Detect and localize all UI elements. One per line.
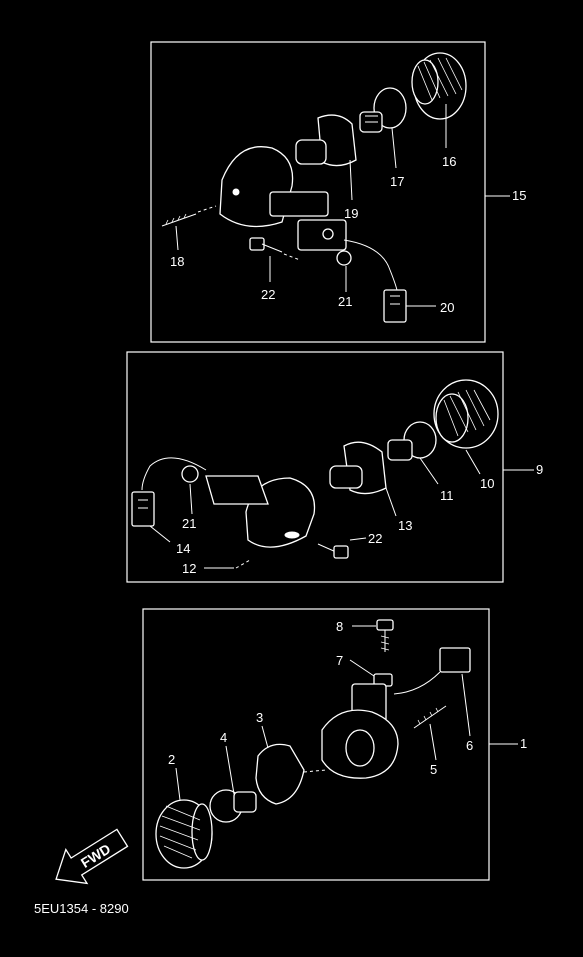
bolt-icon bbox=[317, 543, 349, 559]
callout-5: 5 bbox=[430, 762, 437, 777]
screw-icon bbox=[413, 705, 447, 729]
callout-18: 18 bbox=[170, 254, 184, 269]
bolt-icon bbox=[249, 237, 301, 261]
callout-12: 12 bbox=[182, 561, 196, 576]
assembly-9-frame bbox=[126, 351, 504, 583]
socket-icon bbox=[295, 114, 357, 167]
nut-icon bbox=[181, 465, 199, 483]
callout-4: 4 bbox=[220, 730, 227, 745]
callout-3: 3 bbox=[256, 710, 263, 725]
bulb-icon bbox=[387, 421, 437, 461]
callout-11: 11 bbox=[440, 488, 454, 503]
assembly-9: 10 11 13 21 14 12 22 9 bbox=[126, 351, 543, 583]
assembly-callout-9: 9 bbox=[536, 462, 543, 477]
callout-2: 2 bbox=[168, 752, 175, 767]
callout-8: 8 bbox=[336, 619, 343, 634]
callout-10: 10 bbox=[480, 476, 494, 491]
housing-icon bbox=[205, 475, 316, 548]
lens-icon bbox=[411, 52, 467, 120]
screw-icon bbox=[161, 205, 217, 227]
callout-21: 21 bbox=[338, 294, 352, 309]
bulb-icon bbox=[209, 789, 257, 823]
callout-22: 22 bbox=[261, 287, 275, 302]
callout-13: 13 bbox=[398, 518, 412, 533]
housing-icon bbox=[219, 146, 347, 251]
callout-22: 22 bbox=[368, 531, 382, 546]
callout-20: 20 bbox=[440, 300, 454, 315]
wire-connector-icon bbox=[131, 457, 207, 527]
assembly-15-frame bbox=[150, 41, 486, 343]
wire-connector-icon bbox=[393, 647, 471, 695]
callout-17: 17 bbox=[390, 174, 404, 189]
assembly-15: 16 17 19 18 22 21 20 15 bbox=[150, 41, 526, 343]
housing-icon bbox=[321, 683, 399, 779]
assembly-callout-1: 1 bbox=[520, 736, 527, 751]
bulb-icon bbox=[359, 87, 407, 133]
callout-16: 16 bbox=[442, 154, 456, 169]
screw-icon bbox=[376, 619, 394, 652]
fwd-arrow-icon: FWD bbox=[55, 828, 129, 885]
diagram-code: 5EU1354 - 8290 bbox=[34, 901, 129, 916]
socket-icon bbox=[329, 441, 387, 495]
assembly-callout-15: 15 bbox=[512, 188, 526, 203]
screw-icon bbox=[235, 559, 251, 569]
lens-icon bbox=[155, 799, 213, 869]
callout-7: 7 bbox=[336, 653, 343, 668]
callout-6: 6 bbox=[466, 738, 473, 753]
socket-icon bbox=[255, 743, 327, 805]
assembly-1: 8 7 6 5 3 4 2 1 bbox=[142, 608, 527, 881]
callout-19: 19 bbox=[344, 206, 358, 221]
lens-icon bbox=[433, 379, 499, 449]
nut-icon bbox=[336, 250, 352, 266]
callout-14: 14 bbox=[176, 541, 190, 556]
wire-connector-icon bbox=[343, 239, 407, 323]
callout-21: 21 bbox=[182, 516, 196, 531]
